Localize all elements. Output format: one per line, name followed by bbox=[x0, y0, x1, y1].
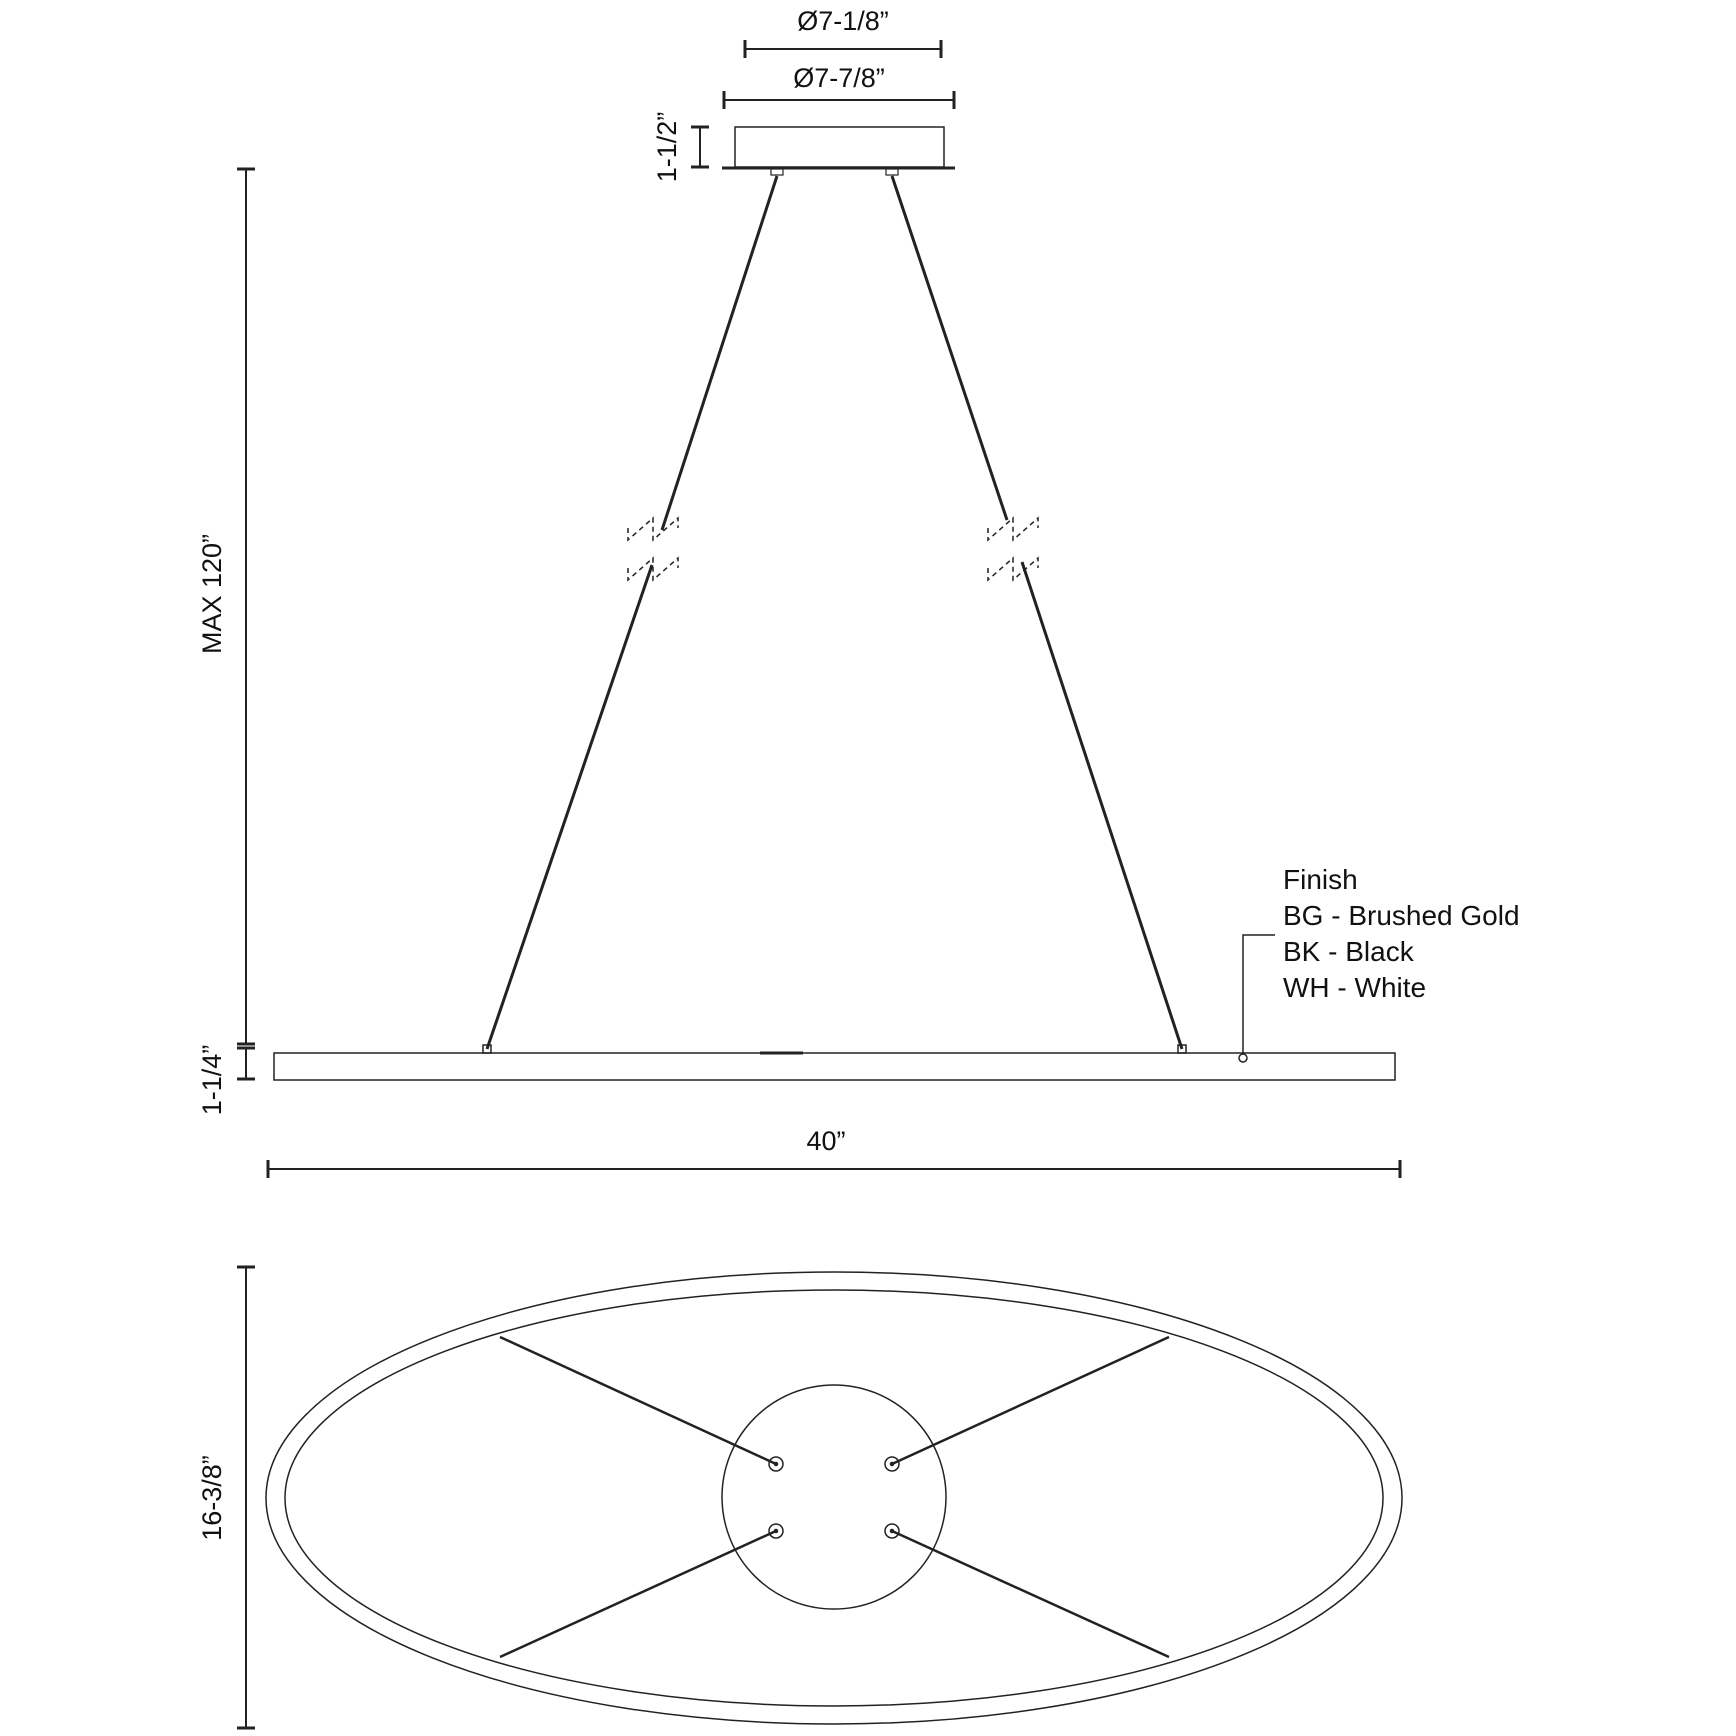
fixture-width-label: 16-3/8” bbox=[197, 1455, 227, 1541]
max-height-dimension bbox=[237, 167, 255, 1046]
fixture-height-dimension bbox=[237, 1046, 255, 1081]
finish-option-wh: WH - White bbox=[1283, 972, 1427, 1003]
cable-spokes bbox=[499, 1335, 1170, 1659]
canopy-outline bbox=[721, 1384, 947, 1610]
finish-option-bg: BG - Brushed Gold bbox=[1283, 900, 1520, 931]
max-height-label: MAX 120” bbox=[197, 534, 227, 654]
finish-option-bk: BK - Black bbox=[1283, 936, 1414, 967]
cable-break-marks bbox=[627, 516, 1039, 582]
fixture-length-label: 40” bbox=[806, 1126, 845, 1156]
finish-legend-heading: Finish bbox=[1283, 864, 1358, 895]
canopy-height-dimension bbox=[691, 125, 709, 169]
mounting-holes bbox=[768, 1456, 900, 1539]
canopy-outer-diameter-dimension bbox=[722, 91, 956, 109]
canopy-outer-diameter-label: Ø7-7/8” bbox=[793, 63, 885, 93]
fixture-length-dimension bbox=[266, 1160, 1402, 1178]
canopy bbox=[722, 126, 955, 176]
finish-leader-line bbox=[1238, 934, 1275, 1063]
finish-legend: Finish BG - Brushed Gold BK - Black WH -… bbox=[1283, 862, 1520, 1006]
width-dimension bbox=[237, 1265, 255, 1730]
fixture-bottom-view bbox=[265, 1271, 1403, 1725]
fixture-height-label: 1-1/4” bbox=[197, 1045, 227, 1116]
canopy-inner-diameter-label: Ø7-1/8” bbox=[797, 6, 889, 36]
suspension-cables bbox=[485, 175, 1184, 1050]
canopy-height-label: 1-1/2” bbox=[652, 112, 682, 183]
canopy-inner-diameter-dimension bbox=[743, 40, 943, 58]
fixture-side-view bbox=[273, 1044, 1396, 1081]
